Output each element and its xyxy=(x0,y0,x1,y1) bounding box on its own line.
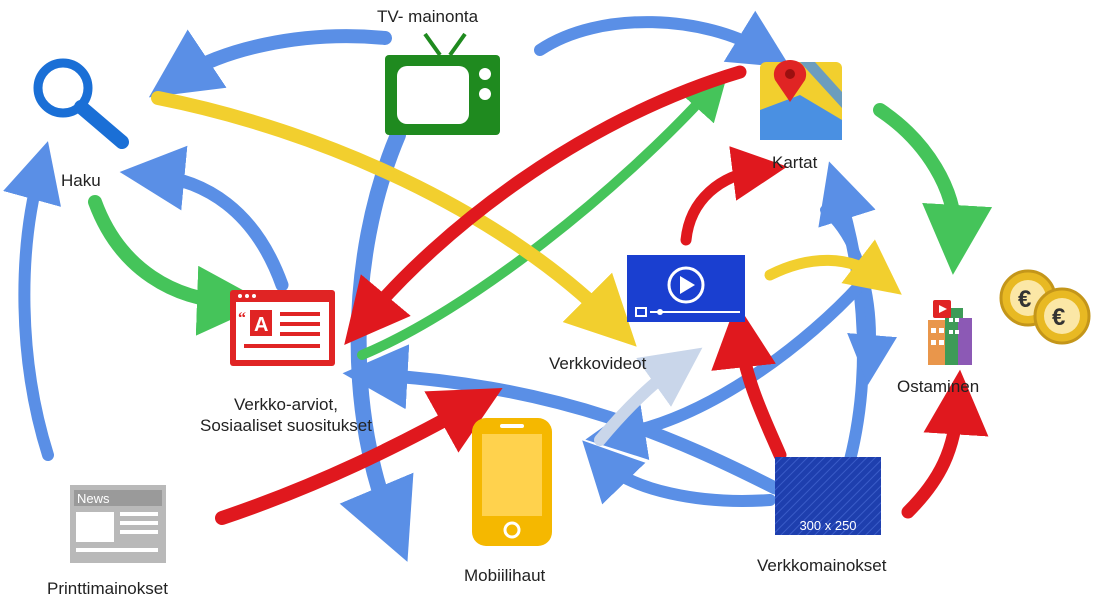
label-verkkomainokset: Verkkomainokset xyxy=(757,556,887,575)
shop-building-icon xyxy=(928,300,972,365)
svg-text:€: € xyxy=(1052,304,1065,331)
label-verkko-arviot-line1: Verkko-arviot, xyxy=(234,395,338,414)
arrow-printti-to-mobiili xyxy=(215,388,503,525)
label-verkko-arviot-line2: Sosiaaliset suositukset xyxy=(200,416,372,435)
arrow-verkkomainokset-to-kartat xyxy=(818,161,876,466)
arrow-videot-to-kartat xyxy=(680,146,788,246)
label-haku: Haku xyxy=(61,171,101,190)
label-ostaminen: Ostaminen xyxy=(897,377,980,396)
arrow-arviot-to-haku xyxy=(119,145,289,292)
svg-text:€: € xyxy=(1018,286,1031,313)
arrow-haku-to-arviot xyxy=(88,195,267,336)
arrow-kartat-to-arviot xyxy=(344,65,747,345)
label-printtimainokset: Printtimainokset xyxy=(47,579,168,598)
banner-size-text: 300 x 250 xyxy=(799,518,856,533)
label-kartat: Kartat xyxy=(772,153,818,172)
arrow-mobiili-to-videot xyxy=(594,347,703,446)
euro-coins-icon: € € xyxy=(999,269,1091,345)
arrow-kartat-to-ostaminen xyxy=(873,103,993,275)
label-verkkovideot: Verkkovideot xyxy=(549,354,647,373)
arrows xyxy=(3,10,993,562)
label-verkko-arviot: Verkko-arviot, Sosiaaliset suositukset xyxy=(186,394,386,436)
tv-icon xyxy=(385,32,500,135)
svg-text:A: A xyxy=(254,314,268,336)
banner-ad-icon: 300 x 250 xyxy=(775,457,881,535)
review-page-icon: “ A xyxy=(230,290,335,366)
arrow-verkkomainokset-to-ostaminen xyxy=(901,369,989,519)
arrow-videot-to-ostaminen xyxy=(764,239,902,295)
arrow-tv-to-haku xyxy=(148,29,392,98)
search-icon xyxy=(33,58,129,149)
video-player-icon xyxy=(627,255,745,322)
svg-text:“: “ xyxy=(238,310,246,327)
smartphone-icon xyxy=(472,418,552,546)
newspaper-badge-text: News xyxy=(77,491,110,506)
arrow-printti-to-haku xyxy=(3,141,61,461)
map-icon xyxy=(760,60,842,140)
arrow-ads-to-mobiili-2 xyxy=(582,440,776,507)
arrow-haku-to-videot xyxy=(151,91,637,347)
newspaper-icon: News xyxy=(70,485,166,563)
arrow-tv-to-kartat xyxy=(534,10,791,68)
arrow-verkkomainokset-to-videot xyxy=(711,302,787,462)
label-mobiilihaut: Mobiilihaut xyxy=(464,566,546,585)
label-tv-mainonta: TV- mainonta xyxy=(377,7,479,26)
